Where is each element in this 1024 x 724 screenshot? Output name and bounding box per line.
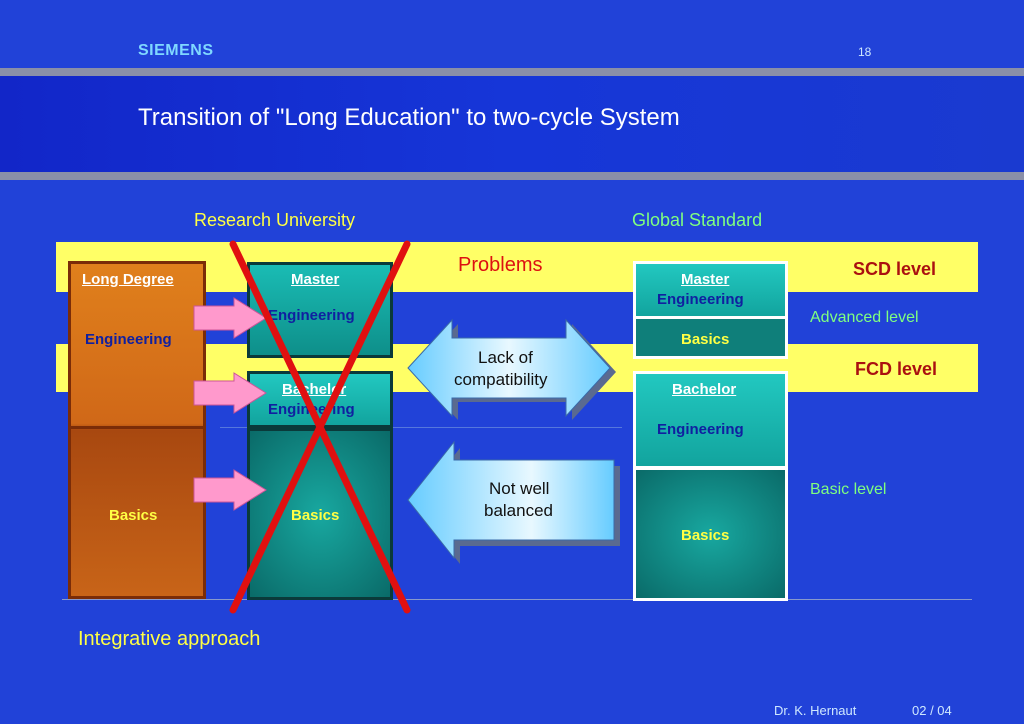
global-standard-heading: Global Standard <box>632 210 763 230</box>
compatibility-label: compatibility <box>454 370 548 389</box>
gs-master-sub: Engineering <box>657 291 744 308</box>
author-label: Dr. K. Hernaut <box>774 703 857 718</box>
long-degree-split <box>71 426 203 429</box>
gs-bachelor-basics: Basics <box>681 527 730 544</box>
long-degree-basics: Basics <box>109 507 158 524</box>
crossed-master-title: Master <box>291 271 340 288</box>
basic-divider-line <box>220 427 622 428</box>
pink-arrow-icon <box>193 372 267 414</box>
research-university-heading: Research University <box>194 210 356 230</box>
slide-title: Transition of "Long Education" to two-cy… <box>138 104 680 131</box>
pink-arrow-icon <box>193 297 267 339</box>
header-top-bar <box>0 68 1024 76</box>
basic-level-label: Basic level <box>810 481 887 498</box>
not-well-label: Not well <box>489 479 550 498</box>
integrative-approach-label: Integrative approach <box>78 628 261 650</box>
scd-level-label: SCD level <box>853 259 937 279</box>
gs-bachelor-title: Bachelor <box>672 381 737 398</box>
advanced-level-label: Advanced level <box>810 309 919 326</box>
header-bottom-bar <box>0 172 1024 180</box>
date-label: 02 / 04 <box>912 703 952 718</box>
crossed-basics: Basics <box>291 507 340 524</box>
problems-label: Problems <box>458 254 543 276</box>
brand-logo: SIEMENS <box>138 42 214 59</box>
long-degree-column <box>68 261 206 599</box>
gs-bachelor-sub: Engineering <box>657 421 744 438</box>
pink-arrow-icon <box>193 469 267 511</box>
long-degree-engineering: Engineering <box>85 331 172 348</box>
gs-bachelor-basics-inner <box>636 470 785 598</box>
long-degree-title: Long Degree <box>82 271 174 288</box>
fcd-level-label: FCD level <box>855 359 938 379</box>
gs-master-basics: Basics <box>681 331 730 348</box>
gs-master-title: Master <box>681 271 730 288</box>
scd-band <box>56 242 978 292</box>
lack-of-label: Lack of <box>478 348 533 367</box>
crossed-master-sub: Engineering <box>268 307 355 324</box>
page-number: 18 <box>858 45 872 59</box>
left-arrow-icon <box>407 440 620 564</box>
gs-master-inner <box>636 264 785 316</box>
title-band <box>0 76 1024 172</box>
red-x-icon <box>229 240 411 614</box>
crossed-basics-box <box>247 428 393 600</box>
gs-master-basics-inner <box>636 319 785 356</box>
baseline-line <box>62 599 972 600</box>
gs-bachelor-inner <box>636 374 785 466</box>
double-arrow-icon <box>407 318 616 420</box>
balanced-label: balanced <box>484 501 554 520</box>
